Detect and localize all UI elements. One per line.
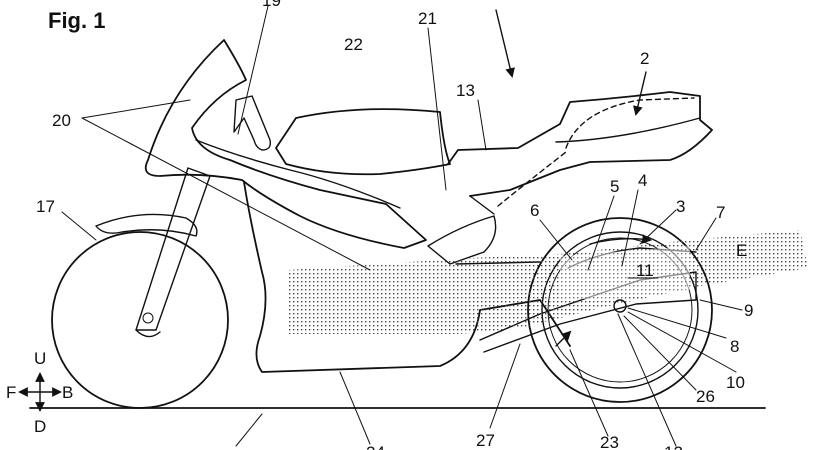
label-13: 13 [456,81,475,100]
reference-labels: 2 3 4 5 6 7 8 9 10 11 12 13 17 19 20 21 … [36,0,753,450]
front-fork [95,167,211,338]
label-23: 23 [600,433,619,450]
label-3: 3 [676,197,685,216]
figure-title: Fig. 1 [48,8,105,33]
arrow-icon [633,71,647,116]
label-10: 10 [726,373,745,392]
label-9: 9 [744,301,753,320]
label-12: 12 [664,443,683,450]
label-6: 6 [530,201,539,220]
leader-lines [61,5,743,447]
label-5: 5 [610,177,619,196]
label-4: 4 [638,171,647,190]
label-7: 7 [716,203,725,222]
label-22: 22 [344,35,363,54]
label-17: 17 [36,197,55,216]
arrow-icon [495,9,515,78]
label-11: 11 [636,261,654,280]
front-fairing [144,39,427,249]
label-21: 21 [418,9,437,28]
label-2: 2 [640,49,649,68]
label-24: 24 [366,443,385,450]
label-26: 26 [696,387,715,406]
arrow-icon [555,330,572,347]
direction-front-label: F [6,383,16,402]
handlebar [233,95,272,151]
fuel-tank [275,108,451,176]
label-27: 27 [476,431,495,450]
rear-tail [447,91,713,207]
label-E: E [736,241,747,260]
direction-cross-icon: U D F B [6,349,73,436]
label-20: 20 [52,111,71,130]
label-19: 19 [262,0,281,10]
label-8: 8 [730,337,739,356]
front-wheel [51,231,229,409]
direction-up-label: U [34,349,46,368]
direction-down-label: D [34,417,46,436]
airflow-region [288,230,808,334]
direction-back-label: B [62,383,73,402]
